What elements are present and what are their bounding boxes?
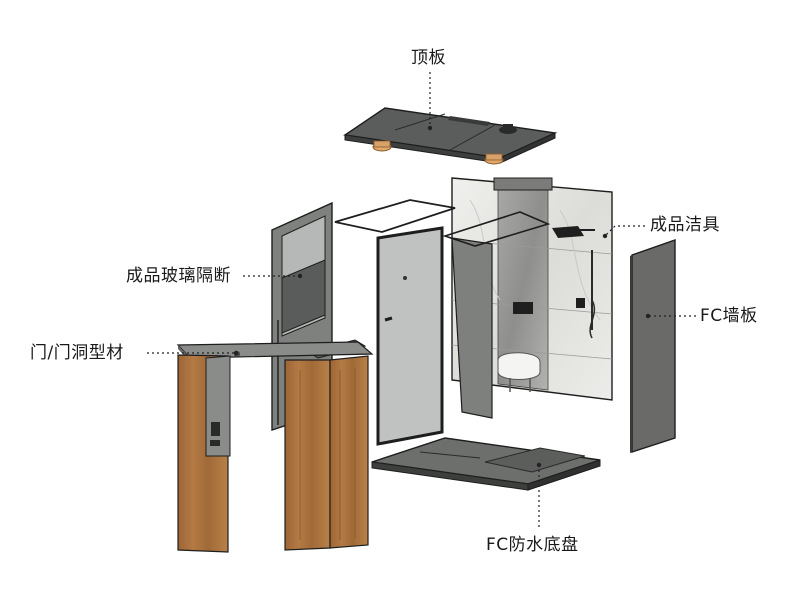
label-waterproof-base: FC防水底盘 [486,535,579,555]
fc-wall-panel [630,239,676,453]
waterproof-base-tray [371,437,601,491]
glass-top-frames [334,199,551,247]
glass-door [376,226,444,446]
label-fixtures: 成品洁具 [650,215,720,235]
label-door-profile: 门/门洞型材 [30,343,124,363]
label-wall-panel: FC墙板 [700,306,758,326]
back-wall-with-fixtures [451,177,613,419]
label-glass-partition: 成品玻璃隔断 [126,266,231,286]
ceiling-panel [343,107,558,165]
leader-lines [147,72,696,530]
door-frame-profile [176,341,374,553]
label-ceiling: 顶板 [411,48,446,68]
